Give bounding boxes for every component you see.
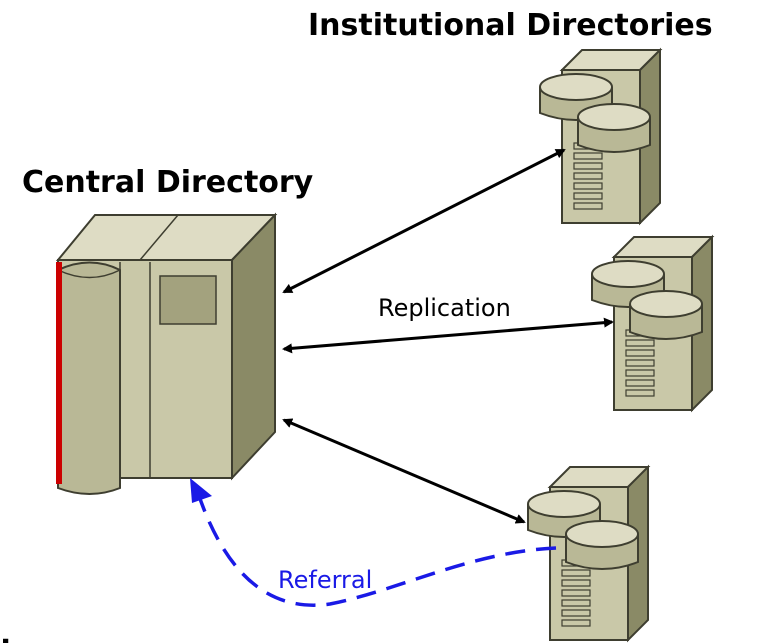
replication-label: Replication: [378, 294, 511, 322]
corner-text-fragment: t: [0, 633, 14, 643]
replication-arrow-3: [282, 418, 526, 524]
central-directory-mainframe: [55, 212, 278, 495]
referral-arrow: [195, 489, 557, 607]
central-directory-heading: Central Directory: [22, 165, 314, 200]
red-edge-stripe: [56, 262, 62, 484]
institutional-server-2: [591, 234, 715, 413]
replication-arrow-2: [282, 317, 614, 354]
referral-label: Referral: [278, 566, 372, 594]
institutional-server-3: [527, 464, 651, 643]
referral-arrowhead: [190, 478, 212, 503]
institutional-server-1: [539, 47, 663, 226]
replication-arrow-1: [282, 148, 566, 294]
front-panel: [159, 275, 217, 325]
institutional-directories-heading: Institutional Directories: [308, 8, 713, 43]
